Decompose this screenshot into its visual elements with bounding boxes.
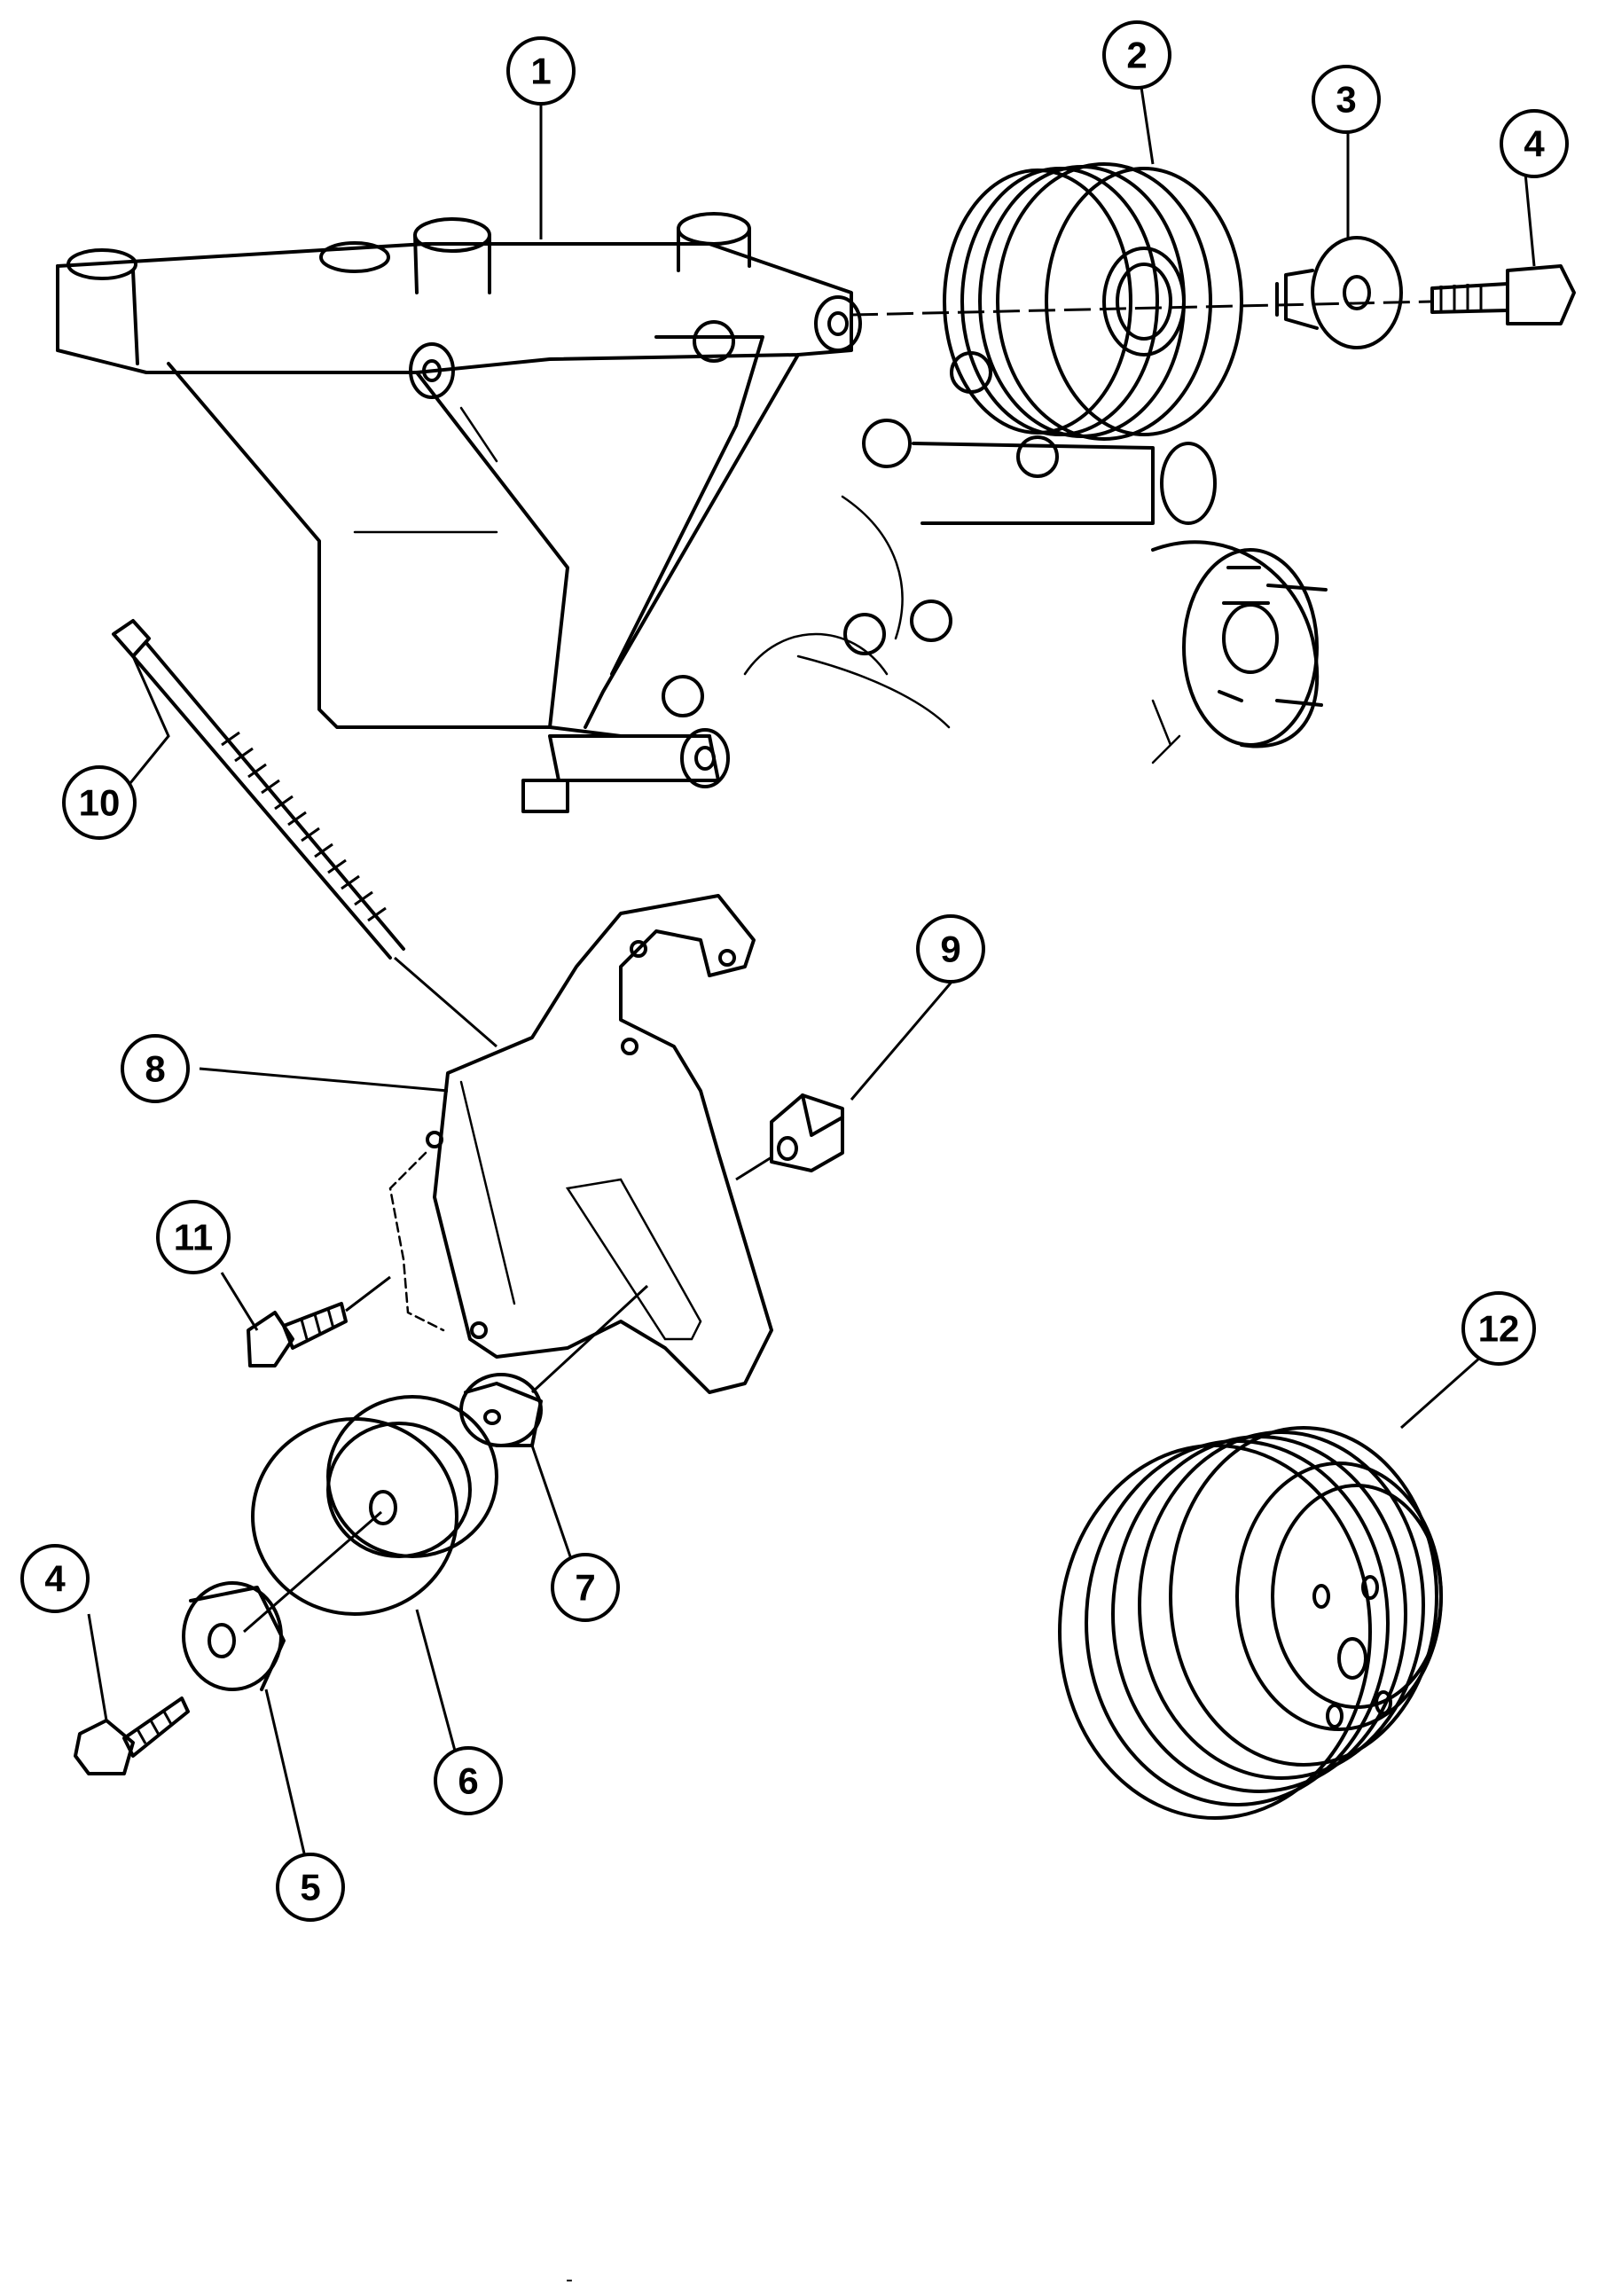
washer-lower	[182, 1581, 286, 1691]
footer-mark: -	[566, 2268, 573, 2292]
callout-2: 2	[1102, 20, 1171, 90]
callout-5-label: 5	[300, 1867, 320, 1908]
callout-11-label: 11	[174, 1217, 213, 1258]
bolt-upper	[1430, 264, 1576, 325]
crankshaft-pulley	[1058, 1355, 1482, 1820]
callout-12-label: 12	[1478, 1308, 1520, 1350]
callout-4-lower: 4	[20, 1544, 90, 1613]
callout-3: 3	[1312, 65, 1381, 134]
bolt-middle	[247, 1275, 391, 1367]
long-threaded-bolt	[112, 619, 497, 1048]
callout-1: 1	[506, 36, 576, 106]
callout-3-label: 3	[1336, 79, 1356, 121]
callout-4-upper-label: 4	[1524, 123, 1545, 165]
spacer-upper	[1275, 236, 1403, 349]
callout-4-upper: 4	[1500, 109, 1569, 178]
callout-9-label: 9	[940, 929, 960, 970]
callout-7-label: 7	[575, 1567, 595, 1609]
callout-4-lower-label: 4	[44, 1558, 66, 1600]
callout-8: 8	[121, 1034, 190, 1103]
callout-8-label: 8	[145, 1048, 165, 1090]
idler-pulley	[243, 1395, 498, 1634]
bracket-bolt-heads	[662, 320, 1059, 717]
callout-5: 5	[276, 1853, 345, 1922]
callout-2-label: 2	[1126, 35, 1147, 76]
axis-line-upper	[850, 300, 1433, 317]
hub	[1151, 540, 1328, 764]
bolt-lower	[74, 1697, 190, 1775]
callout-1-label: 1	[530, 51, 551, 92]
callout-6-label: 6	[458, 1760, 478, 1802]
pulley-upper	[943, 162, 1243, 441]
callout-6: 6	[434, 1746, 503, 1815]
callout-12: 12	[1461, 1291, 1536, 1366]
callout-10-label: 10	[79, 782, 121, 824]
callout-7: 7	[551, 1553, 620, 1622]
callout-11: 11	[156, 1200, 231, 1274]
pump-bracket	[388, 894, 773, 1394]
callout-10: 10	[62, 765, 137, 840]
callout-9: 9	[916, 914, 985, 983]
spacer-block	[735, 1093, 844, 1181]
washer-small	[459, 1284, 649, 1447]
leader-lines	[87, 74, 1536, 1881]
mounting-bracket	[56, 212, 1328, 813]
